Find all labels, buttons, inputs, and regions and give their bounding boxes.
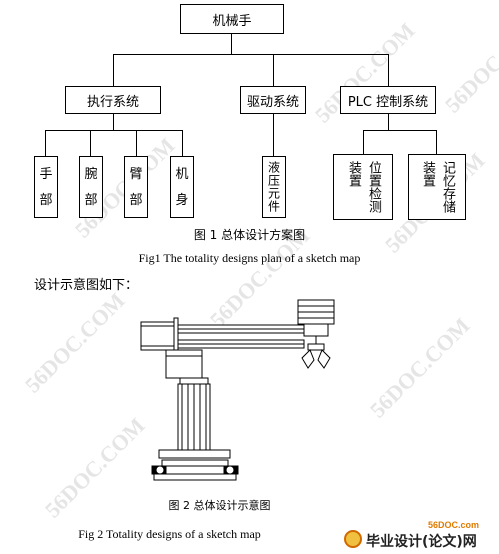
exec-system-label: 执行系统 <box>86 94 139 110</box>
arm-node-top: 臂 <box>129 166 143 182</box>
connector <box>388 114 389 130</box>
fig2-caption-cn: 图 2 总体设计示意图 <box>168 499 271 512</box>
connector <box>363 130 436 131</box>
connector <box>273 54 274 86</box>
position-detect-node: 装置 位置检测 <box>333 154 393 220</box>
watermark: 56DOC.COM <box>19 287 130 398</box>
connector <box>113 114 114 130</box>
logo-text: 毕业设计(论文)网 <box>366 534 477 550</box>
connector <box>136 130 137 156</box>
fig2-caption-en: Fig 2 Totality designs of a sketch map <box>78 527 261 541</box>
logo-badge-icon <box>344 530 362 548</box>
root-node: 机械手 <box>180 4 284 34</box>
body-node-bottom: 身 <box>175 192 189 208</box>
logo-site: 56DOC.com <box>428 520 480 530</box>
fig1-caption-cn: 图 1 总体设计方案图 <box>193 228 306 242</box>
wrist-node: 腕 部 <box>79 156 103 218</box>
connector <box>436 130 437 154</box>
connector <box>113 54 389 55</box>
hydraulic-node-label: 液压元件 <box>266 161 281 213</box>
body-text: 设计示意图如下： <box>34 278 139 293</box>
manipulator-sketch <box>140 299 335 481</box>
drive-system-label: 驱动系统 <box>246 94 299 110</box>
plc-system-node: PLC 控制系统 <box>340 86 436 114</box>
connector <box>113 54 114 86</box>
hand-node-bottom: 部 <box>39 192 53 208</box>
wrist-node-bottom: 部 <box>84 192 98 208</box>
hand-node-top: 手 <box>39 166 53 182</box>
connector <box>182 130 183 156</box>
watermark: 56DOC.COM <box>364 312 475 423</box>
site-logo: 56DOC.com 毕业设计(论文)网 <box>340 520 498 552</box>
memory-storage-col2: 记忆存储 <box>440 161 455 213</box>
fig1-caption-en: Fig1 The totality designs plan of a sket… <box>138 251 361 265</box>
plc-system-label: PLC 控制系统 <box>347 94 429 110</box>
arm-node-bottom: 部 <box>129 192 143 208</box>
connector <box>231 34 232 54</box>
memory-storage-node: 装置 记忆存储 <box>408 154 466 220</box>
body-node-top: 机 <box>175 166 189 182</box>
hand-node: 手 部 <box>34 156 58 218</box>
memory-storage-col1: 装置 <box>420 161 435 187</box>
connector <box>363 130 364 154</box>
position-detect-col1: 装置 <box>346 161 361 187</box>
connector <box>90 130 91 156</box>
connector <box>45 130 46 156</box>
arm-node: 臂 部 <box>124 156 148 218</box>
drive-system-node: 驱动系统 <box>240 86 306 114</box>
position-detect-col2: 位置检测 <box>366 161 381 213</box>
wrist-node-top: 腕 <box>84 166 98 182</box>
watermark: 56DOC.COM <box>439 7 499 118</box>
connector <box>45 130 183 131</box>
connector <box>273 114 274 156</box>
hydraulic-node: 液压元件 <box>262 156 286 218</box>
root-node-label: 机械手 <box>212 13 252 29</box>
connector <box>388 54 389 86</box>
exec-system-node: 执行系统 <box>65 86 161 114</box>
body-node: 机 身 <box>170 156 194 218</box>
